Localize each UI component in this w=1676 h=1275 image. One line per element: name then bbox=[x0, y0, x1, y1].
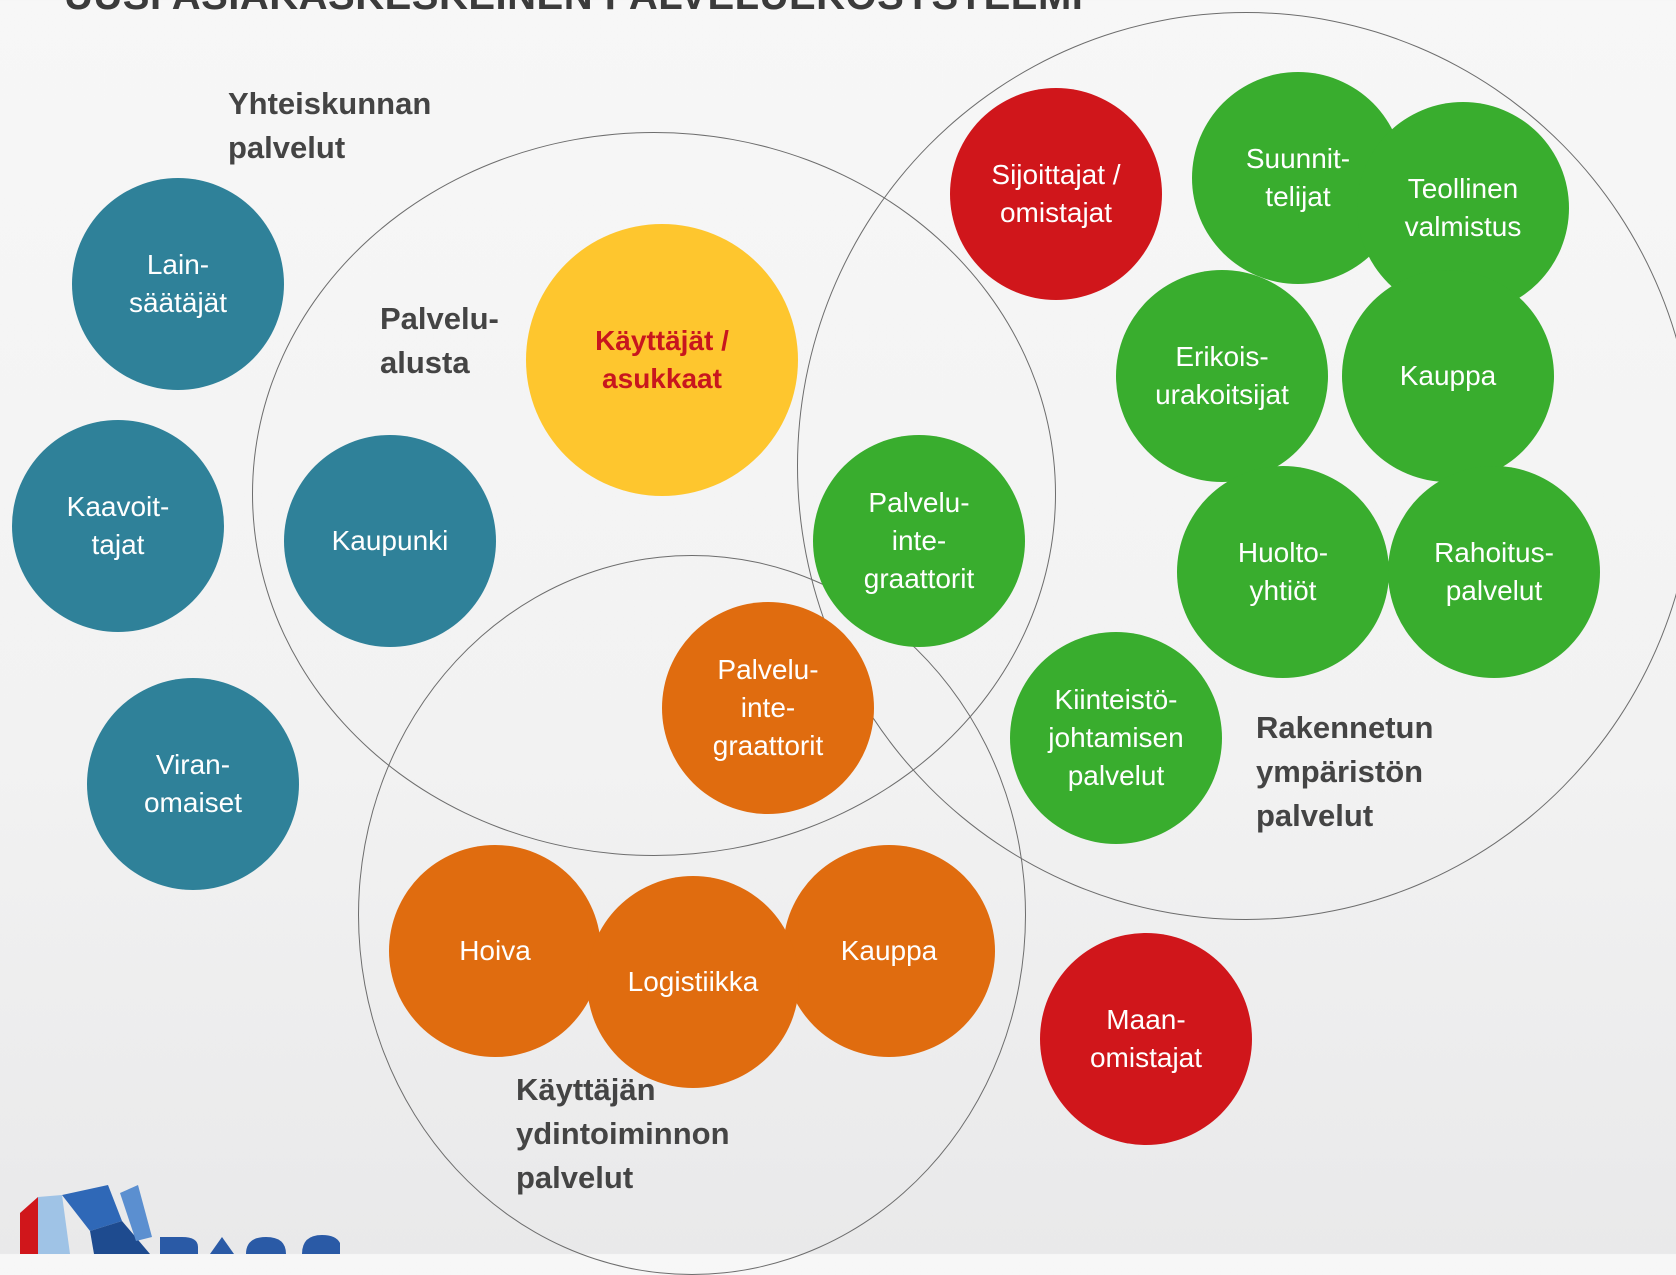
bubble-kiinteistojohtaminen-text: Kiinteistö- johtamisen palvelut bbox=[1048, 684, 1184, 791]
bubble-sijoittajat: Sijoittajat / omistajat bbox=[950, 88, 1162, 300]
bubble-rahoituspalvelut: Rahoitus- palvelut bbox=[1388, 466, 1600, 678]
bubble-lainsaatajat: Lain- säätäjät bbox=[72, 178, 284, 390]
bubble-suunnittelijat-text: Suunnit- telijat bbox=[1245, 143, 1351, 212]
label-core-activity: Käyttäjän ydintoiminnon palvelut bbox=[516, 1072, 730, 1195]
bubble-hoiva: Hoiva bbox=[389, 845, 601, 1057]
bubble-huoltoyhtiot: Huolto- yhtiöt bbox=[1177, 466, 1389, 678]
bubble-palveluintegraattorit-orange: Palvelu- inte- graattorit bbox=[662, 602, 874, 814]
bubble-kaavoittajat: Kaavoit- tajat bbox=[12, 420, 224, 632]
bubble-kaavoittajat-text: Kaavoit- tajat bbox=[66, 491, 170, 560]
label-built-environment: Rakennetun ympäristön palvelut bbox=[1256, 710, 1434, 833]
bubble-hoiva-text: Hoiva bbox=[459, 935, 531, 966]
bubble-kaupunki: Kaupunki bbox=[284, 435, 496, 647]
built-environment-ring bbox=[797, 12, 1676, 920]
bubble-sijoittajat-text: Sijoittajat / omistajat bbox=[991, 159, 1121, 228]
bubble-kayttajat: Käyttäjät / asukkaat bbox=[526, 224, 798, 496]
label-service-platform: Palvelu- alusta bbox=[380, 301, 499, 380]
bubble-huoltoyhtiot-text: Huolto- yhtiöt bbox=[1237, 537, 1329, 606]
bubble-erikoisurakoitsijat: Erikois- urakoitsijat bbox=[1116, 270, 1328, 482]
bubble-kaupunki-text: Kaupunki bbox=[331, 525, 449, 556]
bubble-palveluintegraattorit-green: Palvelu- inte- graattorit bbox=[813, 435, 1025, 647]
bubble-rahoituspalvelut-text: Rahoitus- palvelut bbox=[1434, 537, 1554, 606]
page-title: UUSI ASIAKASKESKEINEN PALVELUEKOSYSTEEMI bbox=[64, 0, 1083, 19]
bubble-logistiikka-text: Logistiikka bbox=[627, 966, 759, 997]
bubble-maanomistajat-text: Maan- omistajat bbox=[1089, 1004, 1203, 1073]
bubble-teollinen-text: Teollinen valmistus bbox=[1404, 173, 1522, 242]
bubble-logistiikka: Logistiikka bbox=[587, 876, 799, 1088]
bubble-kiinteistojohtaminen: Kiinteistö- johtamisen palvelut bbox=[1010, 632, 1222, 844]
bubble-kayttajat-text: Käyttäjät / asukkaat bbox=[595, 325, 729, 394]
logo bbox=[20, 1185, 340, 1254]
bubble-viranomaiset: Viran- omaiset bbox=[87, 678, 299, 890]
label-society-services: Yhteiskunnan palvelut bbox=[228, 86, 432, 165]
bubble-kauppa-orange: Kauppa bbox=[783, 845, 995, 1057]
bubble-erikoisurakoitsijat-text: Erikois- urakoitsijat bbox=[1155, 341, 1289, 410]
bubble-viranomaiset-text: Viran- omaiset bbox=[143, 749, 243, 818]
bubble-palveluintegraattorit-green-text: Palvelu- inte- graattorit bbox=[863, 487, 975, 594]
bubble-kauppa-orange-text: Kauppa bbox=[840, 935, 938, 966]
bubble-maanomistajat: Maan- omistajat bbox=[1040, 933, 1252, 1145]
bubble-palveluintegraattorit-orange-text: Palvelu- inte- graattorit bbox=[712, 654, 824, 761]
bubble-kauppa-green-text: Kauppa bbox=[1399, 360, 1497, 391]
bubble-kauppa-green: Kauppa bbox=[1342, 270, 1554, 482]
bubble-lainsaatajat-text: Lain- säätäjät bbox=[128, 249, 228, 318]
